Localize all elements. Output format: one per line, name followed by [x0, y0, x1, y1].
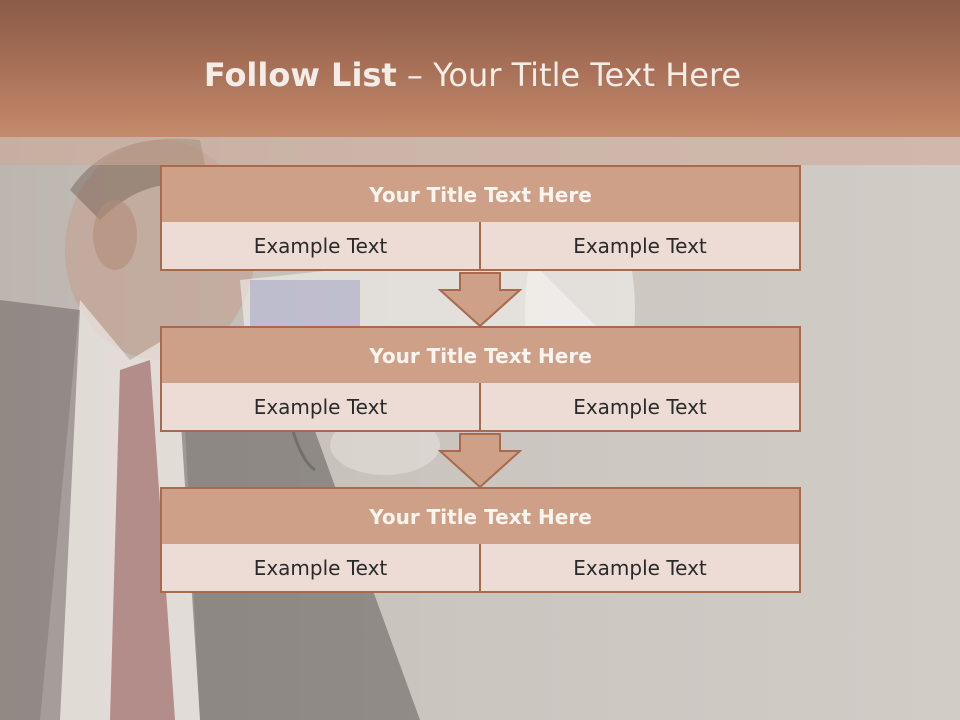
flow-block-right-cell: Example Text	[479, 383, 801, 432]
flow-block-left-cell: Example Text	[160, 383, 481, 432]
slide-title-bold: Follow List	[203, 56, 397, 94]
flow-block-title: Your Title Text Here	[160, 487, 801, 546]
flow-block-left-cell: Example Text	[160, 222, 481, 271]
slide-title-rest: – Your Title Text Here	[406, 56, 742, 94]
down-arrow-icon	[438, 272, 522, 328]
title-band-strip	[0, 137, 960, 165]
flow-block-title: Your Title Text Here	[160, 326, 801, 385]
slide-title: Follow List – Your Title Text Here	[0, 52, 945, 98]
down-arrow-icon	[438, 433, 522, 489]
flow-block-right-cell: Example Text	[479, 544, 801, 593]
title-band	[0, 0, 960, 137]
flow-block-right-cell: Example Text	[479, 222, 801, 271]
flow-block-left-cell: Example Text	[160, 544, 481, 593]
flow-block-title: Your Title Text Here	[160, 165, 801, 224]
